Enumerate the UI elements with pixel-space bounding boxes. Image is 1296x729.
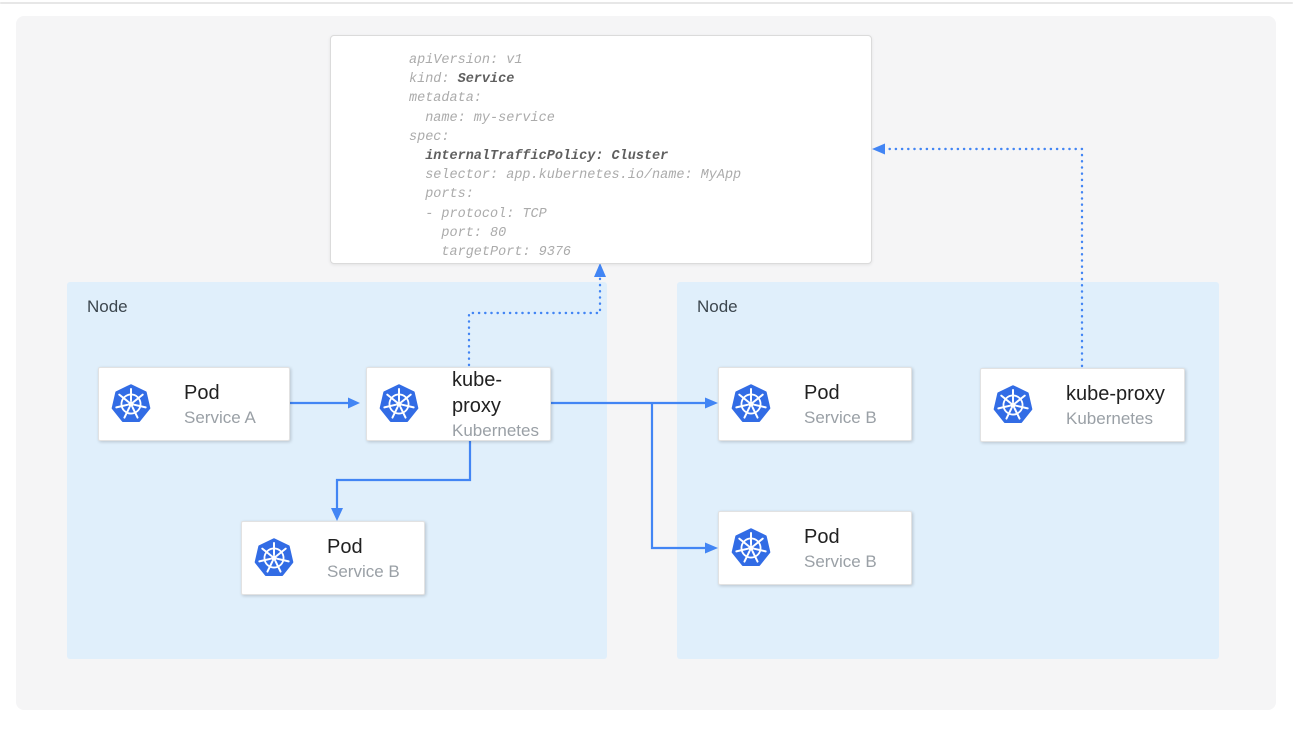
card-kube-proxy-node1: kube-proxy Kubernetes <box>366 367 551 441</box>
card-title: Pod <box>804 380 877 406</box>
card-subtitle: Kubernetes <box>452 419 550 442</box>
card-pod-service-b-node2-bottom: Pod Service B <box>718 511 912 585</box>
card-kube-proxy-node2: kube-proxy Kubernetes <box>980 368 1185 442</box>
card-title: Pod <box>327 534 400 560</box>
kubernetes-icon <box>254 538 294 578</box>
arrowhead-right-icon <box>348 398 360 409</box>
card-pod-service-b-node1: Pod Service B <box>241 521 425 595</box>
arrowhead-right-icon <box>705 398 718 409</box>
kubernetes-icon <box>379 384 419 424</box>
card-pod-service-b-node2-top: Pod Service B <box>718 367 912 441</box>
arrowhead-right-icon <box>705 543 718 554</box>
card-subtitle: Service B <box>804 406 877 429</box>
card-subtitle: Service B <box>327 560 400 583</box>
arrow-kube-proxy-to-pod-b-node2-bottom <box>652 403 705 548</box>
arrowhead-left-icon <box>872 144 885 155</box>
arrowhead-up-icon <box>594 263 606 277</box>
card-title: Pod <box>184 380 256 406</box>
dotted-kube-proxy1-to-yaml <box>469 277 600 365</box>
card-subtitle: Kubernetes <box>1066 407 1165 430</box>
card-title: kube-proxy <box>1066 381 1165 407</box>
service-yaml-panel: apiVersion: v1kind: Servicemetadata: nam… <box>330 35 872 264</box>
card-pod-service-a: Pod Service A <box>98 367 290 441</box>
card-title: Pod <box>804 524 877 550</box>
card-subtitle: Service B <box>804 550 877 573</box>
card-title: kube-proxy <box>452 367 550 419</box>
dotted-kube-proxy2-to-yaml <box>886 149 1082 366</box>
kubernetes-icon <box>993 385 1033 425</box>
card-subtitle: Service A <box>184 406 256 429</box>
arrow-kube-proxy-to-pod-b-node1 <box>337 441 470 508</box>
kubernetes-icon <box>111 384 151 424</box>
yaml-code: apiVersion: v1kind: Servicemetadata: nam… <box>409 51 741 262</box>
kubernetes-icon <box>731 384 771 424</box>
arrowhead-down-icon <box>331 508 343 521</box>
kubernetes-icon <box>731 528 771 568</box>
